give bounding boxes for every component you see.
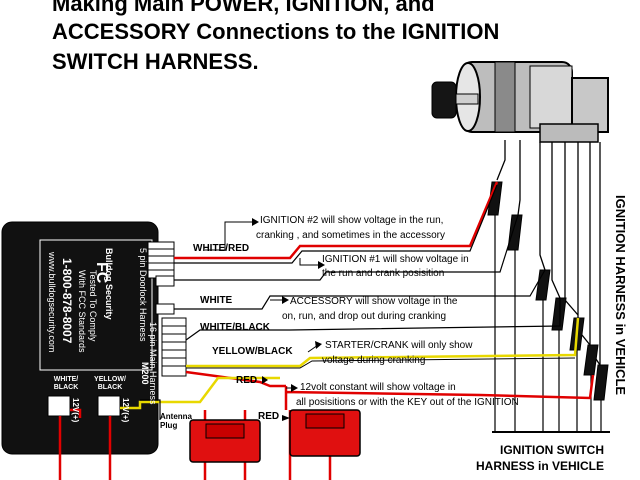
- accessory-note-line-2: on, run, and drop out during cranking: [282, 311, 446, 322]
- phone-number: 1-800-878-8007: [60, 258, 74, 344]
- title-line-1: Making Main POWER, IGNITION, and: [52, 0, 435, 16]
- switch-wires: [496, 140, 601, 380]
- brand-label: Bulldog Security: [104, 248, 114, 320]
- fuse-holder-left: [189, 419, 261, 463]
- vehicle-connectors: [487, 181, 609, 401]
- accessory-note-line-1: ACCESSORY will show voltage in the: [290, 296, 458, 307]
- constant-note-line-1: 12volt constant will show voltage in: [300, 382, 456, 393]
- fcc-text-2: With FCC Standards: [77, 270, 87, 353]
- model-label: M200: [140, 362, 150, 385]
- wire-label-yellow-black: YELLOW/BLACK: [212, 346, 293, 357]
- antenna-plug-label: Antenna Plug: [160, 412, 192, 430]
- ignition1-note-line-1: IGNITION #1 will show voltage in: [322, 254, 469, 265]
- harness-lines: [492, 215, 610, 433]
- wire-label-white-red: WHITE/RED: [193, 243, 250, 254]
- ignition1-note-line-2: the run and crank posisition: [322, 268, 445, 279]
- wire-label-red-bottom: RED: [258, 411, 280, 422]
- website-label: www.bulldogsecurity.com: [47, 252, 57, 353]
- switch-harness-label-line-2: HARNESS in VEHICLE: [476, 459, 605, 473]
- right-plug-label: YELLOW/ BLACK: [94, 376, 126, 391]
- doorlock-harness-label: 5 pin Doorlock Harness: [138, 248, 148, 342]
- right-plug-voltage: 12V(+): [121, 398, 130, 423]
- ignition2-note-line-2: cranking , and sometimes in the accessor…: [256, 230, 445, 241]
- title-line-3: SWITCH HARNESS.: [52, 49, 259, 74]
- fcc-text-1: Tested To Comply: [88, 270, 98, 342]
- wire-label-white: WHITE: [200, 295, 233, 306]
- fuse-holder-right: [289, 409, 361, 457]
- ignition2-note-line-1: IGNITION #2 will show voltage in the run…: [260, 215, 444, 226]
- vehicle-harness-vertical-label: IGNITION HARNESS in VEHICLE: [613, 195, 628, 396]
- starter-note-line-2: voltage during cranking: [322, 355, 426, 366]
- left-plug-label: WHITE/ BLACK: [53, 376, 79, 391]
- ignition-switch: [455, 61, 609, 143]
- starter-note-line-1: STARTER/CRANK will only show: [325, 340, 473, 351]
- key-icon: [431, 81, 479, 119]
- title-line-2: ACCESSORY Connections to the IGNITION: [52, 19, 500, 44]
- annotation-leaders: [205, 221, 319, 389]
- module-wires: [58, 181, 595, 480]
- wire-label-red-top: RED: [236, 375, 258, 386]
- constant-note-line-2: all posisitions or with the KEY out of t…: [296, 397, 519, 408]
- alarm-module: [1, 221, 187, 455]
- wire-label-white-black: WHITE/BLACK: [200, 322, 270, 333]
- arrowheads: [252, 218, 325, 421]
- switch-harness-label-line-1: IGNITION SWITCH: [500, 443, 604, 457]
- left-plug-voltage: 12V(+): [71, 398, 80, 423]
